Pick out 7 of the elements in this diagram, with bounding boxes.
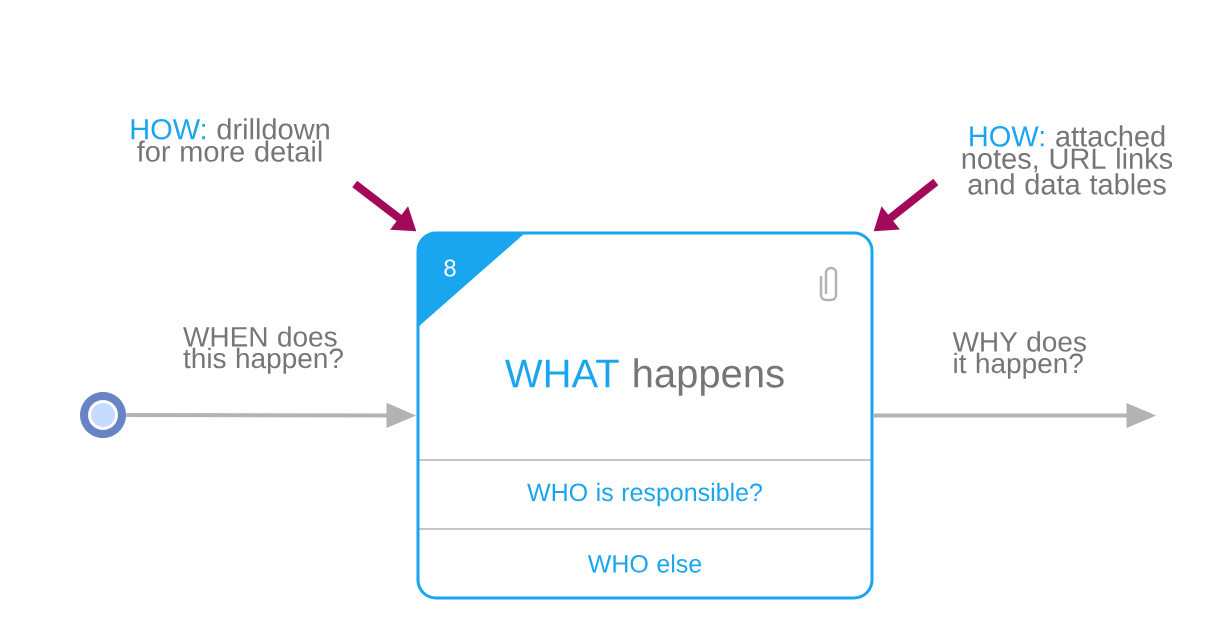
callout-text: HOW: drilldown for more detail	[131, 118, 329, 162]
row-label: WHO is responsible?	[527, 482, 762, 507]
callout-text: HOW: attached notes, URL links and data tables	[962, 125, 1173, 195]
start-circle	[80, 392, 126, 438]
edge-label: WHY does it happen?	[952, 331, 1086, 379]
row-label: WHO else	[587, 554, 702, 573]
edge-label: WHEN does this happen?	[183, 326, 343, 374]
